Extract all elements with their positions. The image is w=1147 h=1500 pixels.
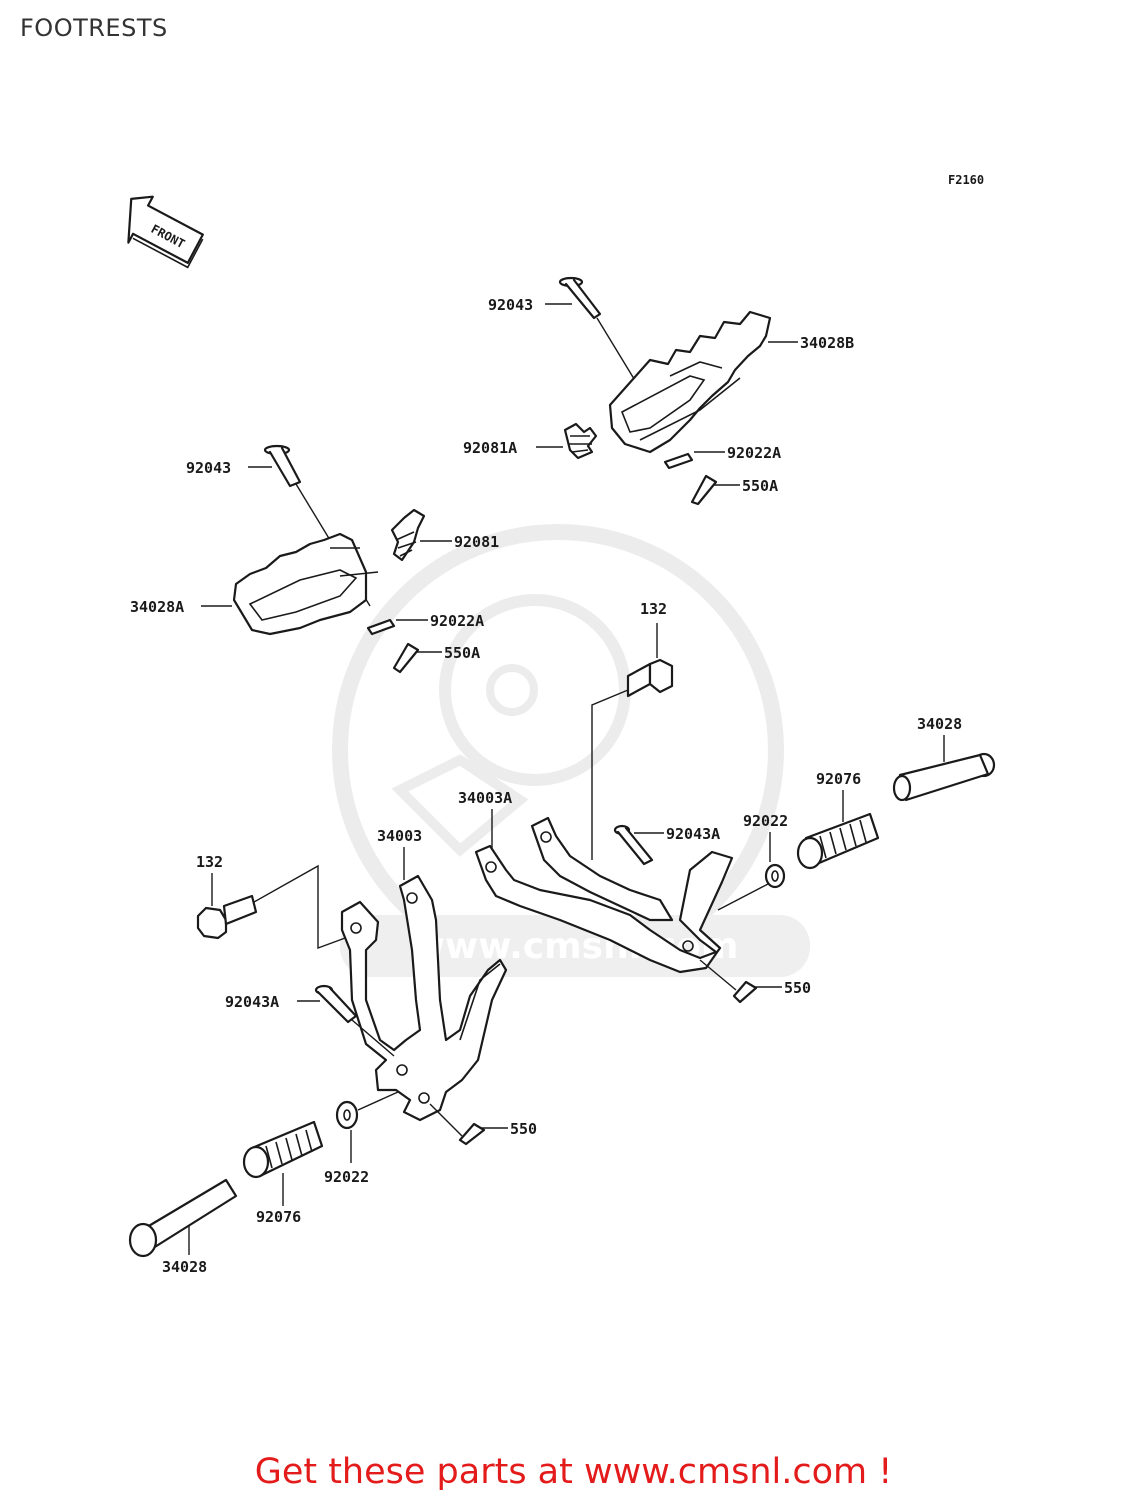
right-bolt [626, 658, 674, 698]
label-upper-right-cotter: 550A [742, 477, 778, 495]
right-footrest-bracket [474, 816, 734, 974]
left-footpeg-pin [128, 1178, 238, 1258]
label-upper-right-peg: 34028B [800, 334, 854, 352]
label-upper-right-pin: 92043 [488, 296, 533, 314]
label-right-bolt: 132 [640, 600, 667, 618]
left-footpeg-rubber [242, 1120, 324, 1179]
front-arrow-icon: FRONT [127, 195, 204, 269]
figure-code: F2160 [948, 173, 984, 187]
upper-right-pin [558, 276, 602, 320]
label-upper-right-spring: 92081A [463, 439, 517, 457]
label-left-pin-small: 92043A [225, 993, 279, 1011]
right-footpeg-pin [892, 752, 996, 802]
upper-right-footpeg [608, 310, 772, 454]
left-washer [335, 1100, 359, 1130]
upper-left-pin [263, 444, 302, 488]
label-right-bracket: 34003A [458, 789, 512, 807]
label-right-rubber: 92076 [816, 770, 861, 788]
label-left-pin-long: 34028 [162, 1258, 207, 1276]
label-upper-left-peg: 34028A [130, 598, 184, 616]
label-upper-left-pin: 92043 [186, 459, 231, 477]
right-cotter-pin [732, 980, 758, 1004]
left-small-pin [314, 984, 358, 1024]
left-bolt [196, 894, 258, 940]
label-left-washer: 92022 [324, 1168, 369, 1186]
label-upper-right-washer: 92022A [727, 444, 781, 462]
label-right-pin-small: 92043A [666, 825, 720, 843]
upper-left-footpeg [232, 532, 379, 636]
label-left-rubber: 92076 [256, 1208, 301, 1226]
footer-shop-link[interactable]: Get these parts at www.cmsnl.com ! [254, 1452, 893, 1492]
upper-right-cotter-pin [690, 474, 718, 506]
label-upper-left-washer: 92022A [430, 612, 484, 630]
upper-right-spring [563, 422, 598, 460]
upper-left-spring [390, 508, 426, 562]
right-footpeg-rubber [796, 812, 880, 870]
left-cotter-pin [458, 1122, 486, 1146]
label-right-cotter: 550 [784, 979, 811, 997]
left-footrest-bracket [340, 874, 508, 1122]
upper-right-washer [663, 452, 694, 470]
right-small-pin [613, 824, 654, 866]
label-left-bracket: 34003 [377, 827, 422, 845]
label-left-cotter: 550 [510, 1120, 537, 1138]
label-upper-left-cotter: 550A [444, 644, 480, 662]
label-right-pin-long: 34028 [917, 715, 962, 733]
upper-left-washer [366, 618, 396, 636]
label-upper-left-spring: 92081 [454, 533, 499, 551]
upper-left-cotter-pin [392, 642, 420, 674]
page-title: FOOTRESTS [20, 14, 168, 42]
label-left-bolt: 132 [196, 853, 223, 871]
label-right-washer: 92022 [743, 812, 788, 830]
right-washer [764, 863, 786, 889]
